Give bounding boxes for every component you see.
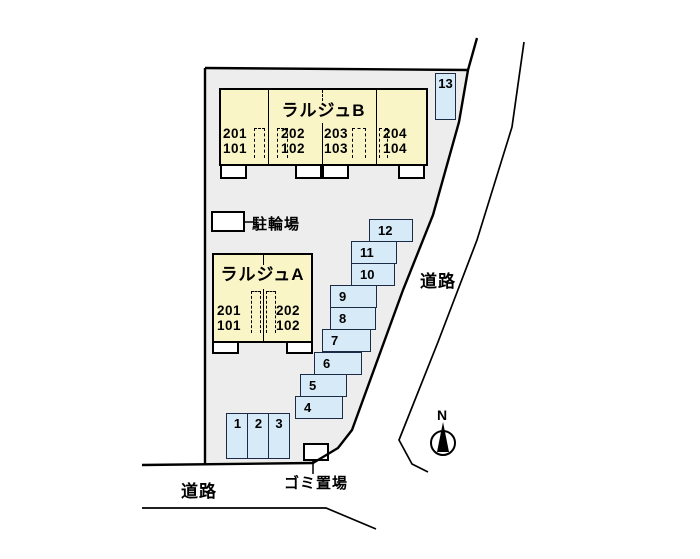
bicycle-parking-box	[211, 211, 245, 232]
unit-number: 101	[217, 318, 242, 333]
entrance-porch	[295, 164, 322, 179]
parking-stall-9: 9	[330, 285, 377, 308]
parking-stall-4: 4	[295, 396, 343, 419]
building-b-unit-3: 203 103	[324, 126, 348, 156]
entrance-porch	[398, 164, 425, 179]
parking-stall-7: 7	[322, 329, 371, 352]
stall-number: 12	[378, 223, 393, 238]
parking-stall-3: 3	[268, 413, 290, 459]
stair-symbol	[254, 128, 265, 158]
unit-number: 101	[223, 141, 248, 156]
entrance-porch	[220, 164, 247, 179]
stall-number: 13	[438, 76, 453, 91]
unit-number: 204	[383, 126, 408, 141]
parking-stall-11: 11	[351, 241, 397, 264]
stall-number: 8	[339, 311, 347, 326]
building-b-unit-1: 201 101	[223, 126, 247, 156]
building-a-unit-1: 201 101	[217, 303, 241, 333]
entrance-porch	[212, 341, 239, 354]
unit-number: 102	[281, 141, 306, 156]
building-a: ラルジュA 201 101 202 102	[212, 253, 313, 343]
entrance-porch	[322, 164, 349, 179]
stair-symbol	[266, 291, 276, 333]
unit-number: 202	[281, 126, 306, 141]
garbage-box	[303, 443, 329, 461]
unit-number: 201	[223, 126, 248, 141]
stall-number: 9	[339, 289, 347, 304]
parking-stall-6: 6	[314, 352, 362, 375]
building-a-unit-2: 202 102	[276, 303, 300, 333]
building-a-divider-top	[263, 255, 264, 265]
building-b-unit-4: 204 104	[383, 126, 407, 156]
stall-number: 10	[360, 267, 375, 282]
parking-stall-13: 13	[435, 73, 456, 120]
stall-number: 2	[254, 416, 263, 431]
stall-number: 11	[360, 245, 374, 260]
stall-number: 7	[331, 333, 339, 348]
building-b-divider-3	[376, 90, 377, 164]
unit-number: 102	[276, 318, 301, 333]
building-b-divider-2	[322, 123, 323, 164]
unit-number: 202	[276, 303, 301, 318]
stall-number: 6	[323, 356, 331, 371]
stall-number: 4	[304, 400, 312, 415]
stall-number: 3	[275, 416, 283, 431]
stair-symbol	[352, 128, 366, 158]
parking-stall-2: 2	[247, 413, 270, 459]
parking-stall-5: 5	[300, 374, 347, 397]
entrance-porch	[286, 341, 313, 354]
building-b-unit-2: 202 102	[281, 126, 305, 156]
building-b: ラルジュB 201 101 202 102 203 103 204	[219, 88, 428, 166]
building-b-divider-2-top	[322, 90, 323, 101]
unit-number: 201	[217, 303, 242, 318]
stall-number: 5	[309, 378, 317, 393]
building-a-divider	[263, 289, 264, 341]
stall-number: 1	[233, 416, 242, 431]
parking-stall-8: 8	[330, 307, 376, 330]
stair-symbol	[251, 291, 261, 333]
unit-number: 104	[383, 141, 408, 156]
parking-stall-1: 1	[226, 413, 249, 459]
unit-number: 203	[324, 126, 349, 141]
parking-stall-12: 12	[369, 219, 413, 242]
building-b-title: ラルジュB	[281, 101, 366, 120]
unit-number: 103	[324, 141, 349, 156]
parking-stall-10: 10	[351, 263, 395, 286]
building-b-divider-1	[268, 90, 269, 164]
